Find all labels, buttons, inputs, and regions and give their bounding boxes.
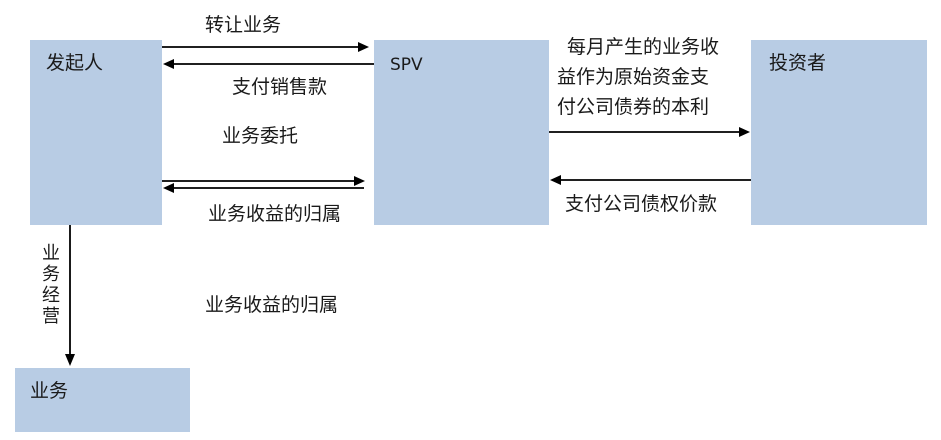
label-transfer-business: 转让业务	[205, 14, 282, 36]
spv-box: SPV	[374, 40, 549, 225]
arrow-monthly-revenue	[549, 127, 750, 137]
label-monthly-revenue-line2: 益作为原始资金支	[557, 66, 710, 88]
spv-label: SPV	[390, 55, 423, 75]
label-business-entrust: 业务委托	[222, 125, 299, 147]
sponsor-label: 发起人	[46, 52, 104, 74]
business-box: 业务	[15, 368, 190, 432]
label-revenue-attribution-upper: 业务收益的归属	[208, 203, 342, 225]
arrow-business-operation	[65, 225, 75, 366]
label-pay-bond-price: 支付公司债权价款	[565, 193, 718, 215]
label-revenue-attribution-lower: 业务收益的归属	[205, 294, 339, 316]
label-monthly-revenue-line3: 付公司债券的本利	[557, 96, 710, 118]
sponsor-box: 发起人	[30, 40, 162, 225]
arrow-pay-sale-price	[163, 59, 374, 69]
investor-label: 投资者	[769, 52, 827, 74]
arrow-transfer-business	[162, 42, 369, 52]
label-business-operation-char-2: 务	[42, 264, 60, 285]
label-business-operation-char-1: 业	[42, 243, 60, 264]
arrow-pay-bond-price	[550, 175, 751, 185]
label-pay-sale-price: 支付销售款	[232, 76, 328, 98]
investor-box: 投资者	[751, 40, 927, 225]
label-business-operation-char-3: 经	[42, 285, 60, 306]
arrow-business-entrust	[162, 176, 365, 186]
arrow-revenue-attribution	[163, 183, 364, 193]
label-business-operation-char-4: 营	[42, 306, 60, 327]
label-monthly-revenue-line1: 每月产生的业务收	[567, 36, 720, 58]
business-label: 业务	[30, 380, 69, 402]
